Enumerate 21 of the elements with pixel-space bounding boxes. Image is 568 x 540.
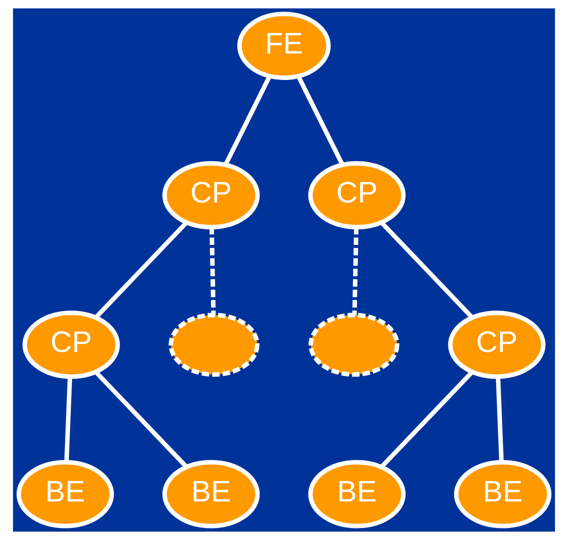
connector <box>94 370 188 469</box>
node-ellipse <box>168 312 260 377</box>
connector <box>296 75 345 166</box>
connector <box>496 376 504 462</box>
connector <box>223 75 272 166</box>
node-ellipse <box>308 312 400 377</box>
connector <box>64 376 72 462</box>
node-ellipse: FE <box>237 12 331 80</box>
node-ellipse: BE <box>16 460 114 528</box>
node-ellipse: BE <box>162 460 260 528</box>
node-ellipse: BE <box>454 460 552 528</box>
connector <box>94 220 188 320</box>
connector <box>352 227 359 315</box>
node-ellipse: CP <box>308 161 406 230</box>
node-ellipse: CP <box>22 310 120 379</box>
node-ellipse: BE <box>308 460 406 528</box>
connector <box>380 370 474 469</box>
node-ellipse: CP <box>162 161 260 230</box>
node-ellipse: CP <box>448 310 546 379</box>
connector <box>380 220 474 320</box>
connector <box>209 227 216 315</box>
